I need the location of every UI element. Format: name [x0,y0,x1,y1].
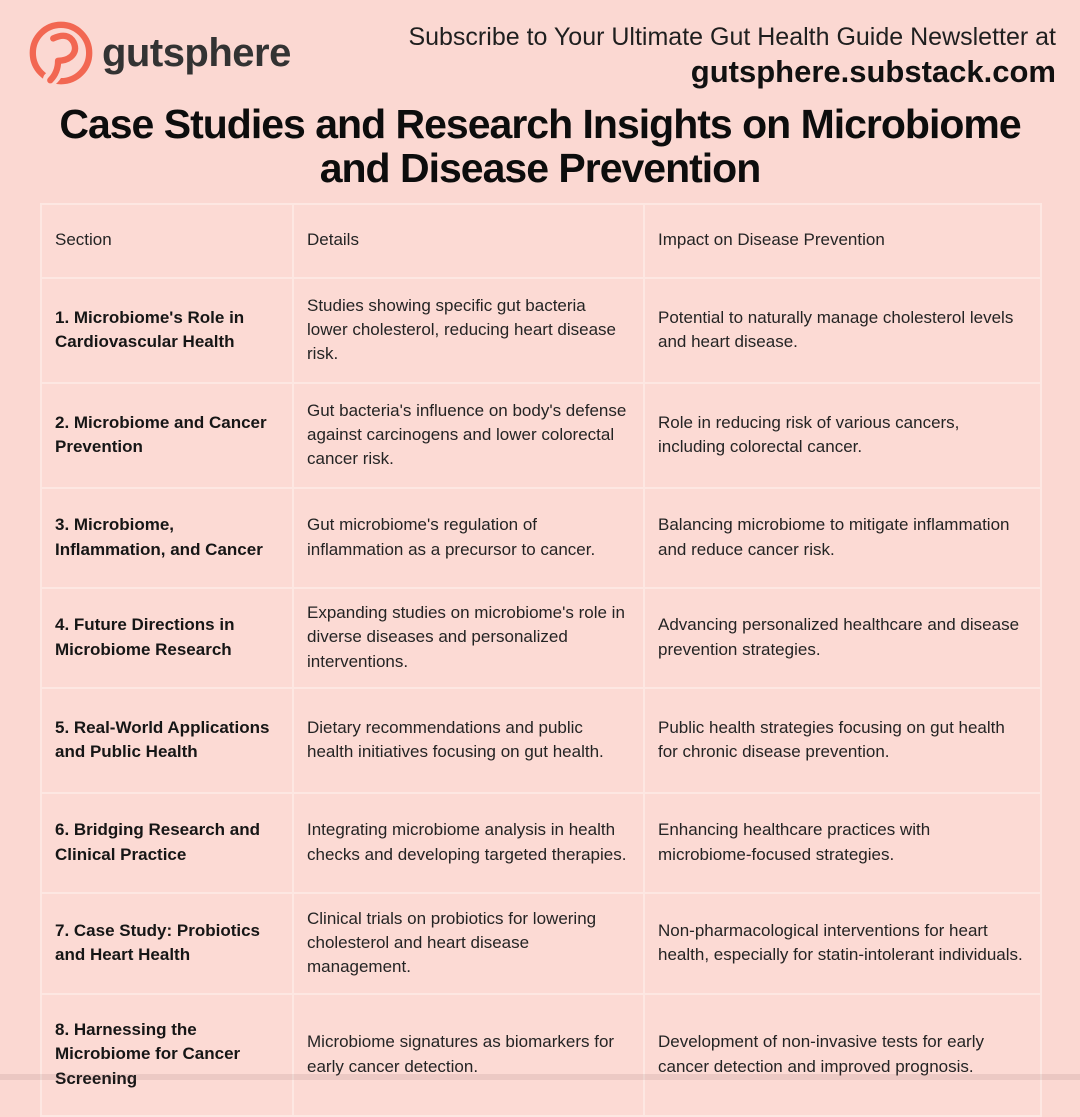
cell-section: 1. Microbiome's Role in Cardiovascular H… [40,276,294,384]
cell-section: 6. Bridging Research and Clinical Practi… [40,791,294,894]
cell-details: Expanding studies on microbiome's role i… [292,586,645,689]
column-header-impact: Impact on Disease Prevention [643,202,1042,279]
page-title-line1: Case Studies and Research Insights on Mi… [59,101,1021,147]
subscribe-text: Subscribe to Your Ultimate Gut Health Gu… [408,23,1056,51]
cell-impact: Advancing personalized healthcare and di… [643,586,1042,689]
cell-section: 4. Future Directions in Microbiome Resea… [40,586,294,689]
cell-details: Microbiome signatures as biomarkers for … [292,992,645,1117]
table-row: 6. Bridging Research and Clinical Practi… [40,791,1042,894]
bottom-edge-divider [0,1074,1080,1080]
cell-impact: Role in reducing risk of various cancers… [643,381,1042,489]
cell-details: Dietary recommendations and public healt… [292,686,645,794]
cell-details: Gut bacteria's influence on body's defen… [292,381,645,489]
cell-section: 2. Microbiome and Cancer Prevention [40,381,294,489]
page-title-line2: and Disease Prevention [319,145,762,192]
subscribe-callout: Subscribe to Your Ultimate Gut Health Gu… [408,18,1058,92]
case-studies-table: Section Details Impact on Disease Preven… [40,202,1042,1117]
cell-section: 7. Case Study: Probiotics and Heart Heal… [40,891,294,995]
cell-details: Integrating microbiome analysis in healt… [292,791,645,894]
case-studies-table-wrap: Section Details Impact on Disease Preven… [40,202,1042,1117]
gut-logo-icon [26,18,96,88]
table-row: 5. Real-World Applications and Public He… [40,686,1042,794]
table-row: 8. Harnessing the Microbiome for Cancer … [40,992,1042,1117]
cell-impact: Development of non-invasive tests for ea… [643,992,1042,1117]
cell-impact: Public health strategies focusing on gut… [643,686,1042,794]
cell-details: Studies showing specific gut bacteria lo… [292,276,645,384]
cell-impact: Enhancing healthcare practices with micr… [643,791,1042,894]
column-header-details: Details [292,202,645,279]
cell-section: 3. Microbiome, Inflammation, and Cancer [40,486,294,589]
table-row: 4. Future Directions in Microbiome Resea… [40,586,1042,689]
page-header: gutsphere Subscribe to Your Ultimate Gut… [0,0,1080,92]
cell-details: Clinical trials on probiotics for loweri… [292,891,645,995]
cell-section: 8. Harnessing the Microbiome for Cancer … [40,992,294,1117]
page-title: Case Studies and Research Insights on Mi… [0,102,1080,191]
cell-impact: Non-pharmacological interventions for he… [643,891,1042,995]
cell-details: Gut microbiome's regulation of inflammat… [292,486,645,589]
cell-section: 5. Real-World Applications and Public He… [40,686,294,794]
table-row: 7. Case Study: Probiotics and Heart Heal… [40,891,1042,995]
cell-impact: Potential to naturally manage cholestero… [643,276,1042,384]
table-row: 1. Microbiome's Role in Cardiovascular H… [40,276,1042,384]
table-header-row: Section Details Impact on Disease Preven… [40,202,1042,279]
substack-link[interactable]: gutsphere.substack.com [690,54,1056,90]
brand-wordmark: gutsphere [102,30,291,75]
table-body: 1. Microbiome's Role in Cardiovascular H… [40,276,1042,1117]
cell-impact: Balancing microbiome to mitigate inflamm… [643,486,1042,589]
column-header-section: Section [40,202,294,279]
brand: gutsphere [26,18,291,88]
